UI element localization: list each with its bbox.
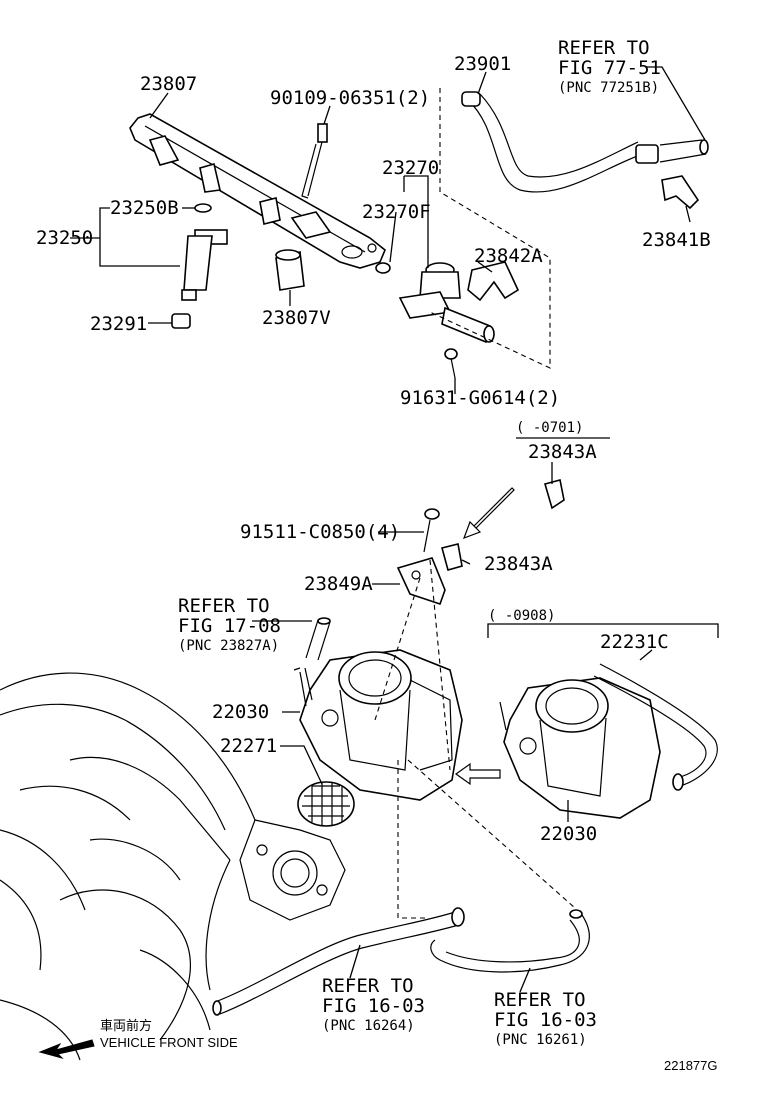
dashed-line [397,760,428,919]
label-23849a: 23849A [304,573,373,595]
label-range-0701: ( -0701) [516,420,583,436]
hollow-arrow-icon [462,487,515,540]
clip-23843a-variant [544,479,565,510]
fuel-rail [129,113,386,269]
label-23842a: 23842A [474,245,543,267]
leader-lines [70,66,719,993]
label-23843a-top: 23843A [528,441,597,463]
engine-intake-outline [0,672,346,1061]
insulator-seal [171,313,191,329]
refer-77-51-line1: REFER TO [558,37,650,59]
bolt-90109 [301,123,328,199]
bolt-91511 [423,508,440,553]
hose-16261 [430,909,590,973]
label-23270f: 23270F [362,201,431,223]
label-91631: 91631-G0614(2) [400,387,560,409]
refer-17-08-line2: FIG 17-08 [178,615,281,637]
refer-16261-line2: FIG 16-03 [494,1009,597,1031]
label-22030: 22030 [212,701,269,723]
label-23841b: 23841B [642,229,711,251]
refer-16264-line3: (PNC 16264) [322,1018,415,1034]
refer-16261-line3: (PNC 16261) [494,1032,587,1048]
hose-16264 [212,907,465,1016]
refer-16264-line2: FIG 16-03 [322,995,425,1017]
bolt-91631 [444,348,458,379]
clip-23841b [661,175,700,210]
pressure-regulator [375,262,495,344]
gasket-22271 [297,781,355,827]
dashed-line [374,577,421,721]
label-22231c: 22231C [600,631,669,653]
dashed-line [429,559,451,771]
refer-77-51-line2: FIG 77-51 [558,57,661,79]
refer-77-51-line3: (PNC 77251B) [558,80,659,96]
dashed-line [407,759,576,909]
clip-23843a [441,543,463,571]
diagram-id: 221877G [664,1058,718,1073]
vehicle-front-jp: 車両前方 [100,1018,152,1034]
label-22271: 22271 [220,735,277,757]
rail-spacer [275,249,305,291]
label-23250b: 23250B [110,197,179,219]
clamp-23842a [467,261,520,302]
label-91511: 91511-C0850(4) [240,521,400,543]
fuel-injector [181,203,228,301]
refer-17-08-line3: (PNC 23827A) [178,638,279,654]
label-22030-variant: 22030 [540,823,597,845]
label-23843a: 23843A [484,553,553,575]
refer-16264-line1: REFER TO [322,975,414,997]
label-90109: 90109-06351(2) [270,87,430,109]
label-23250: 23250 [36,227,93,249]
refer-17-08-line1: REFER TO [178,595,270,617]
fuel-hose-23901 [461,91,709,193]
throttle-body-variant [499,677,661,819]
hose-refer-17-08 [305,617,331,661]
label-23270: 23270 [382,157,439,179]
hose-22231c [593,663,718,791]
bracket-23849a [396,557,446,606]
label-23901: 23901 [454,53,511,75]
refer-16261-line1: REFER TO [494,989,586,1011]
label-23807: 23807 [140,73,197,95]
vehicle-front-label: VEHICLE FRONT SIDE [100,1035,238,1050]
label-23291: 23291 [90,313,147,335]
left-arrow-icon [38,1039,95,1059]
label-range-0908: ( -0908) [488,608,555,624]
hollow-arrow-icon [454,762,501,786]
label-23807v: 23807V [262,307,331,329]
